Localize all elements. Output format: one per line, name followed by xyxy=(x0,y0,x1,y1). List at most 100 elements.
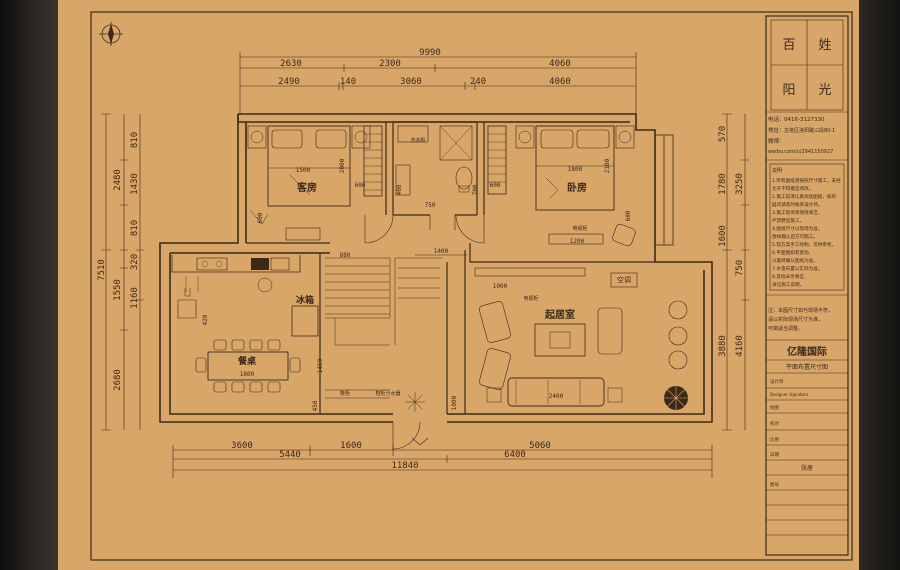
note-line: 允许不得擅自修改。 xyxy=(772,185,813,192)
dim-master-600-a: 600 xyxy=(490,182,501,189)
sofa xyxy=(507,377,605,407)
sink xyxy=(251,258,269,270)
field-date: 日期 xyxy=(770,452,779,458)
notes-list: 1.所有图纸须按照尺寸施工，未经 允许不得擅自修改。 2.施工前须认真阅读图纸，… xyxy=(772,177,841,288)
dim-left-5: 810 xyxy=(130,220,140,236)
contact-address: 古塔区洛阳路三段80-1 xyxy=(784,127,835,134)
dim-right-5: 750 xyxy=(735,260,745,276)
label-living-tv-cab: 电视柜 xyxy=(523,295,538,302)
dim-top-3: 4060 xyxy=(549,59,571,69)
dim-bottom-4: 5440 xyxy=(279,450,301,460)
dim-left-1: 2480 xyxy=(113,169,123,191)
label-shoe-cabinet: 鞋柜 xyxy=(340,390,350,397)
dim-left-4: 1430 xyxy=(130,173,140,195)
label-master-tv-cab: 电视柜 xyxy=(572,225,587,232)
note2-line-1: 注：本图尺寸如与现场不符， xyxy=(768,307,833,314)
label-aircon: 空调 xyxy=(617,275,631,284)
dim-right-4: 1600 xyxy=(718,225,728,247)
note-line: 1.所有图纸须按照尺寸施工，未经 xyxy=(772,177,841,184)
dim-bath-400: 400 xyxy=(396,184,403,195)
note-line: 放样确认后方可施工。 xyxy=(772,233,818,240)
field-number: 图号 xyxy=(770,482,779,488)
notes-title: 说明 xyxy=(772,167,782,174)
field-designer: 设计师 xyxy=(770,378,784,385)
shower xyxy=(439,125,473,161)
label-fridge: 冰箱 xyxy=(296,294,314,306)
dim-living-tv: 1000 xyxy=(493,283,508,290)
dim-stairs-1450: 1450 xyxy=(317,358,324,373)
note-line: 疑问请及时联系设计师。 xyxy=(772,201,823,208)
dim-top-8: 4060 xyxy=(549,77,571,87)
dim-right-6: 3880 xyxy=(718,335,728,357)
sheet-outer-border xyxy=(90,11,853,561)
dim-bath-700: 700 xyxy=(472,184,479,195)
dim-left-2: 2680 xyxy=(113,369,123,391)
dim-guest-600-a: 600 xyxy=(257,212,264,223)
logo-char-2: 姓 xyxy=(818,38,831,53)
field-designer-en: Designer signature xyxy=(770,392,809,397)
left-dimensions xyxy=(101,113,144,431)
living-tv-cabinet xyxy=(474,267,586,277)
contact-phone-label: 电话： xyxy=(768,115,785,123)
guest-wardrobe xyxy=(363,125,383,197)
dim-bath-width: 750 xyxy=(425,202,436,209)
drawing-sheet xyxy=(58,0,859,570)
note-line: 详见施工说明。 xyxy=(772,281,804,288)
dim-left-total: 7510 xyxy=(97,259,107,281)
dim-stair-880: 880 xyxy=(340,252,351,259)
dim-top-total: 9990 xyxy=(419,48,441,58)
dim-top-2: 2300 xyxy=(379,59,401,69)
entry-arrow-icon xyxy=(411,437,429,446)
master-bedroom xyxy=(487,125,636,247)
toilet xyxy=(455,166,473,190)
dark-background-right xyxy=(858,0,900,570)
master-bed xyxy=(535,125,615,211)
aircon xyxy=(610,272,638,288)
contact-weibo-label: 微博： xyxy=(768,137,785,145)
label-bath-cabinet: 洗衣柜 xyxy=(410,137,425,144)
note-line: 以最终确认图纸为准。 xyxy=(772,257,818,264)
dim-right-2: 1780 xyxy=(718,173,728,195)
note-line: 6.平面图如有变动， xyxy=(772,249,813,256)
dim-left-6: 320 xyxy=(130,254,140,270)
contact-weibo: weibo.com/u/2941150927 xyxy=(768,149,833,155)
staircase xyxy=(325,257,442,399)
dim-guest-600-b: 600 xyxy=(355,182,366,189)
kitchen xyxy=(171,255,319,337)
note2-line-2: 请以实际现场尺寸为准， xyxy=(768,316,823,323)
note-line: 8.其他未尽事宜， xyxy=(772,273,809,280)
dim-top-1: 2630 xyxy=(280,59,302,69)
dim-bottom-1: 3600 xyxy=(231,441,253,451)
dim-left-450: 450 xyxy=(312,400,319,411)
dim-top-5: 140 xyxy=(340,77,356,87)
sheet-label: 张册 xyxy=(801,464,813,472)
dim-top-6: 3060 xyxy=(400,77,422,87)
contact-address-label: 地址： xyxy=(768,126,785,134)
dim-bottom-2: 1600 xyxy=(340,441,362,451)
compass-icon xyxy=(99,22,123,46)
entry-plant-icon xyxy=(405,392,425,412)
logo-char-1: 百 xyxy=(782,38,795,53)
logo-char-4: 光 xyxy=(818,83,831,98)
interior-walls xyxy=(246,121,655,414)
title-block-grid xyxy=(766,19,848,536)
dim-hall-1000: 1000 xyxy=(451,395,458,410)
field-check: 校对 xyxy=(770,420,779,427)
door-swings xyxy=(364,214,485,450)
dim-top-7: 240 xyxy=(470,77,486,87)
field-draw: 绘图 xyxy=(770,404,779,411)
bathroom xyxy=(395,125,473,196)
note-line: 3.施工现场须保持清洁， xyxy=(772,209,822,216)
dim-bottom-3: 5060 xyxy=(529,441,551,451)
dining-area xyxy=(195,339,301,393)
dark-background-left xyxy=(0,0,58,570)
dim-sofa: 2400 xyxy=(549,393,564,400)
dim-dining: 1800 xyxy=(240,371,255,378)
logo-char-3: 阳 xyxy=(782,83,795,98)
dim-guest-bed-len: 2000 xyxy=(339,158,346,173)
master-tv-cabinet xyxy=(548,233,604,245)
guest-bedroom xyxy=(247,125,383,241)
right-dimensions xyxy=(722,113,749,431)
